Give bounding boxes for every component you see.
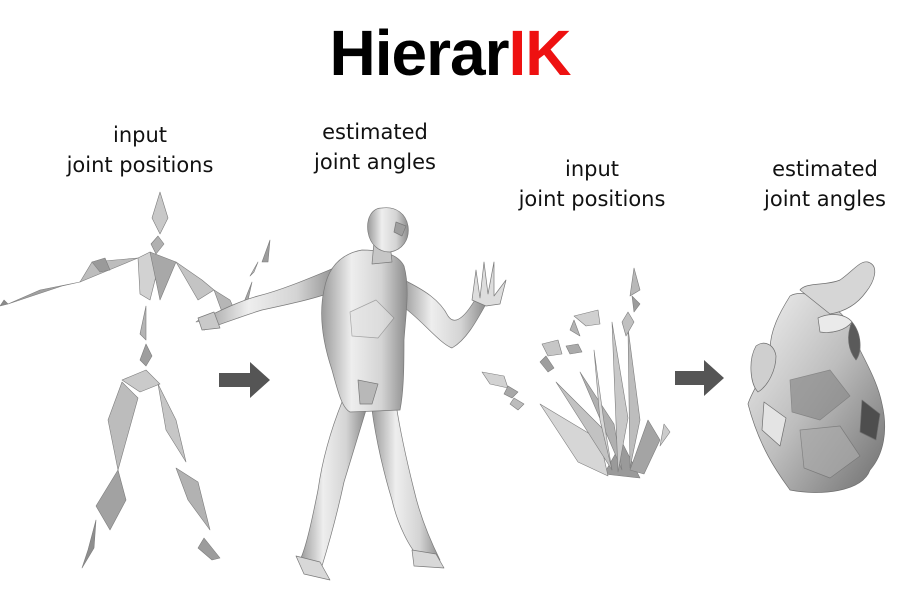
caption-line-2: joint positions: [66, 153, 214, 177]
caption-body-output: estimated joint angles: [290, 117, 460, 177]
caption-hand-input: input joint positions: [507, 154, 677, 214]
arrow-right-icon: [675, 360, 724, 396]
hand-skeleton-icon: [481, 267, 671, 479]
caption-line-2: joint angles: [314, 150, 436, 174]
body-mesh-icon: [197, 207, 507, 581]
page-title: HierarIK: [0, 14, 900, 92]
title-part-2: IK: [508, 17, 572, 89]
hand-mesh-icon: [747, 261, 886, 493]
caption-line-2: joint positions: [518, 187, 666, 211]
caption-hand-output: estimated joint angles: [740, 154, 900, 214]
caption-line-1: estimated: [772, 157, 878, 181]
title-part-1: Hierar: [329, 17, 510, 89]
caption-line-1: input: [112, 123, 168, 147]
caption-line-2: joint angles: [764, 187, 886, 211]
arrow-right-icon: [219, 362, 270, 398]
caption-line-1: input: [564, 157, 620, 181]
caption-line-1: estimated: [322, 120, 428, 144]
caption-body-input: input joint positions: [55, 120, 225, 180]
